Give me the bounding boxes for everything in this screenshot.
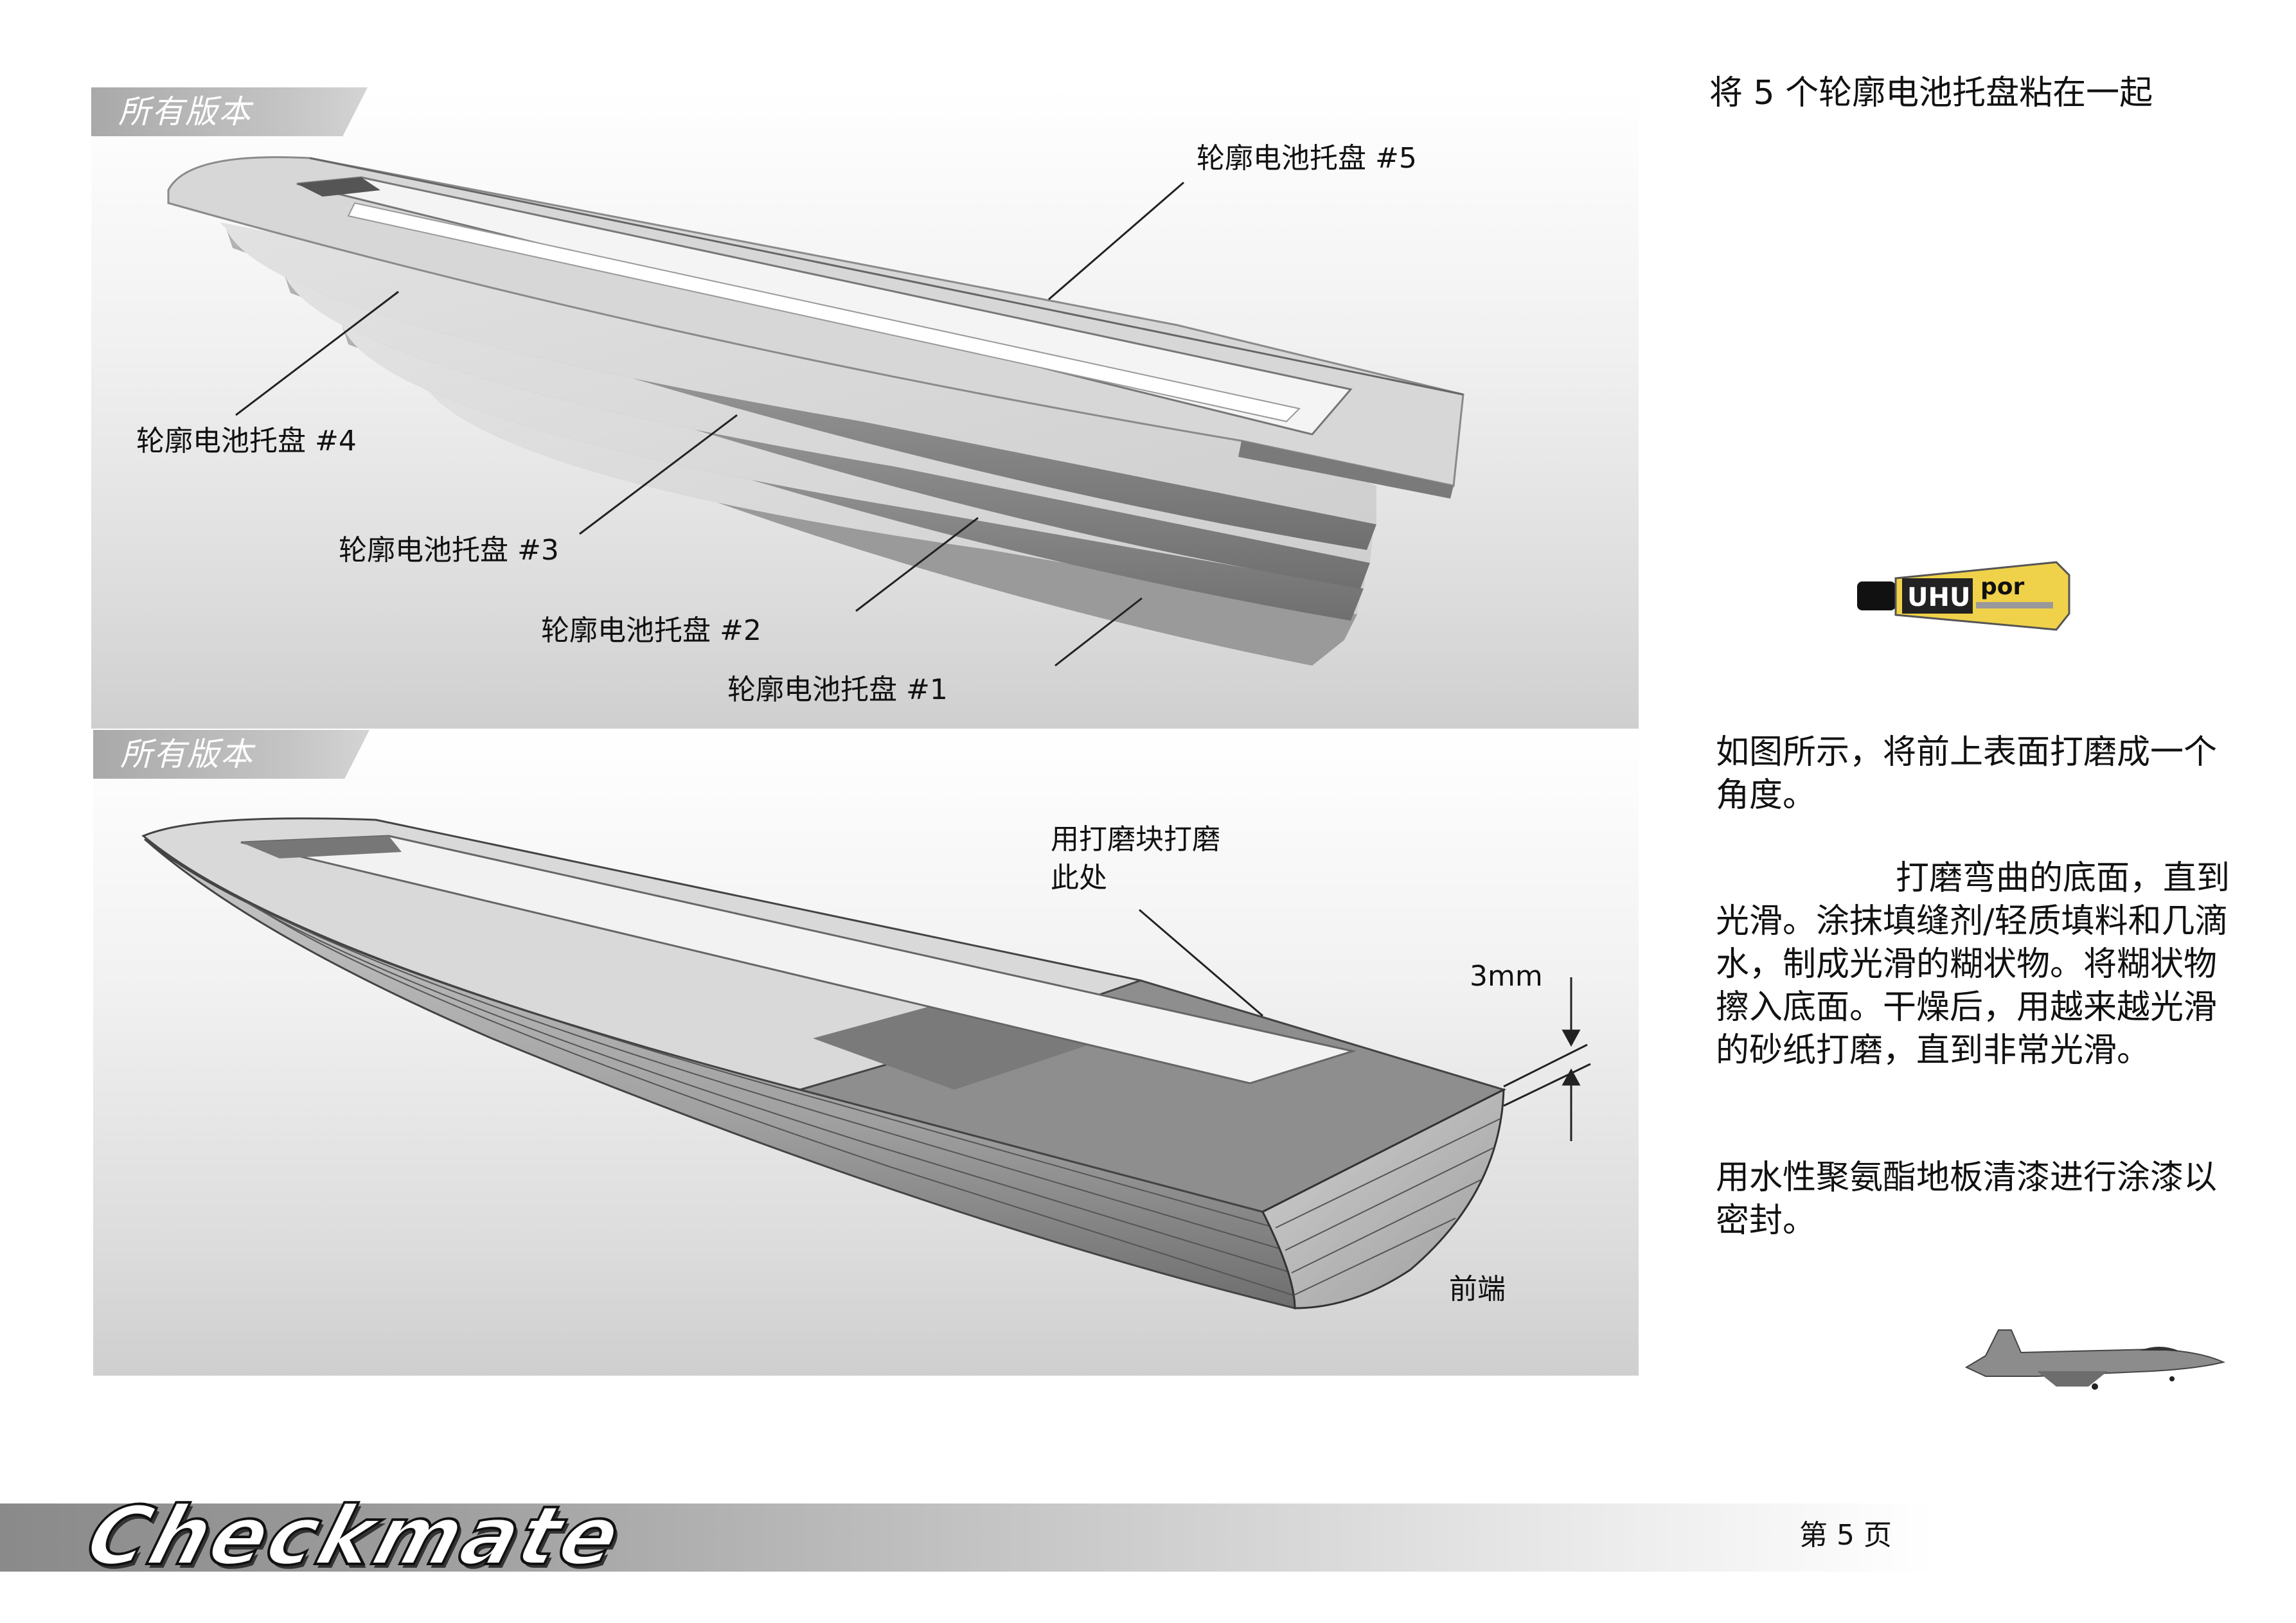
tray-stack-drawing: 轮廓电池托盘 #5 轮廓电池托盘 #4 轮廓电池托盘 #3 轮廓电池托盘 #2 … <box>136 142 1464 706</box>
label-tray-5: 轮廓电池托盘 #5 <box>1197 142 1417 175</box>
label-dimension: 3mm <box>1470 960 1543 993</box>
glue-trays-instruction: 将 5 个轮廓电池托盘粘在一起 <box>1709 74 2153 112</box>
tray-4-shape <box>220 222 1376 550</box>
leader-lines <box>235 181 1184 667</box>
label-sand-here-line1: 用打磨块打磨 <box>1051 823 1220 856</box>
tray-5-shape <box>167 156 1464 499</box>
label-tray-2: 轮廓电池托盘 #2 <box>541 614 761 647</box>
sand-bottom-instruction: 打磨弯曲的底面，直到光滑。涂抹填缝剂/轻质填料和几滴水，制成光滑的糊状物。将糊状… <box>1716 859 2230 1070</box>
label-sand-here-line2: 此处 <box>1051 862 1107 894</box>
label-tray-3: 轮廓电池托盘 #3 <box>339 534 559 567</box>
glue-product: por <box>1980 574 2025 600</box>
footer-bar <box>0 1503 1934 1572</box>
diagram-panel-sanding: 所有版本 <box>93 730 1639 1376</box>
seal-instruction: 用水性聚氨酯地板清漆进行涂漆以密封。 <box>1716 1158 2218 1240</box>
glue-tube-image: UHU por <box>1857 561 2070 631</box>
bevel-instruction: 如图所示，将前上表面打磨成一个角度。 <box>1716 733 2218 815</box>
version-tab: 所有版本 <box>93 730 369 779</box>
diagram-panel-trays: 所有版本 <box>91 87 1639 729</box>
brand-logo: Checkmate <box>75 1487 634 1584</box>
sanding-leader-line <box>1139 909 1263 1017</box>
version-tab: 所有版本 <box>91 87 368 136</box>
label-tray-1: 轮廓电池托盘 #1 <box>727 673 948 706</box>
sanded-block-drawing: 用打磨块打磨 此处 3mm 前端 <box>141 817 1591 1309</box>
glue-brand: UHU <box>1907 583 1970 612</box>
page-number: 第 5 页 <box>1799 1519 1892 1552</box>
dimension-markers <box>1503 977 1591 1141</box>
label-tray-4: 轮廓电池托盘 #4 <box>136 425 357 457</box>
jet-aircraft-image <box>1964 1329 2226 1390</box>
label-front-end: 前端 <box>1449 1273 1506 1306</box>
